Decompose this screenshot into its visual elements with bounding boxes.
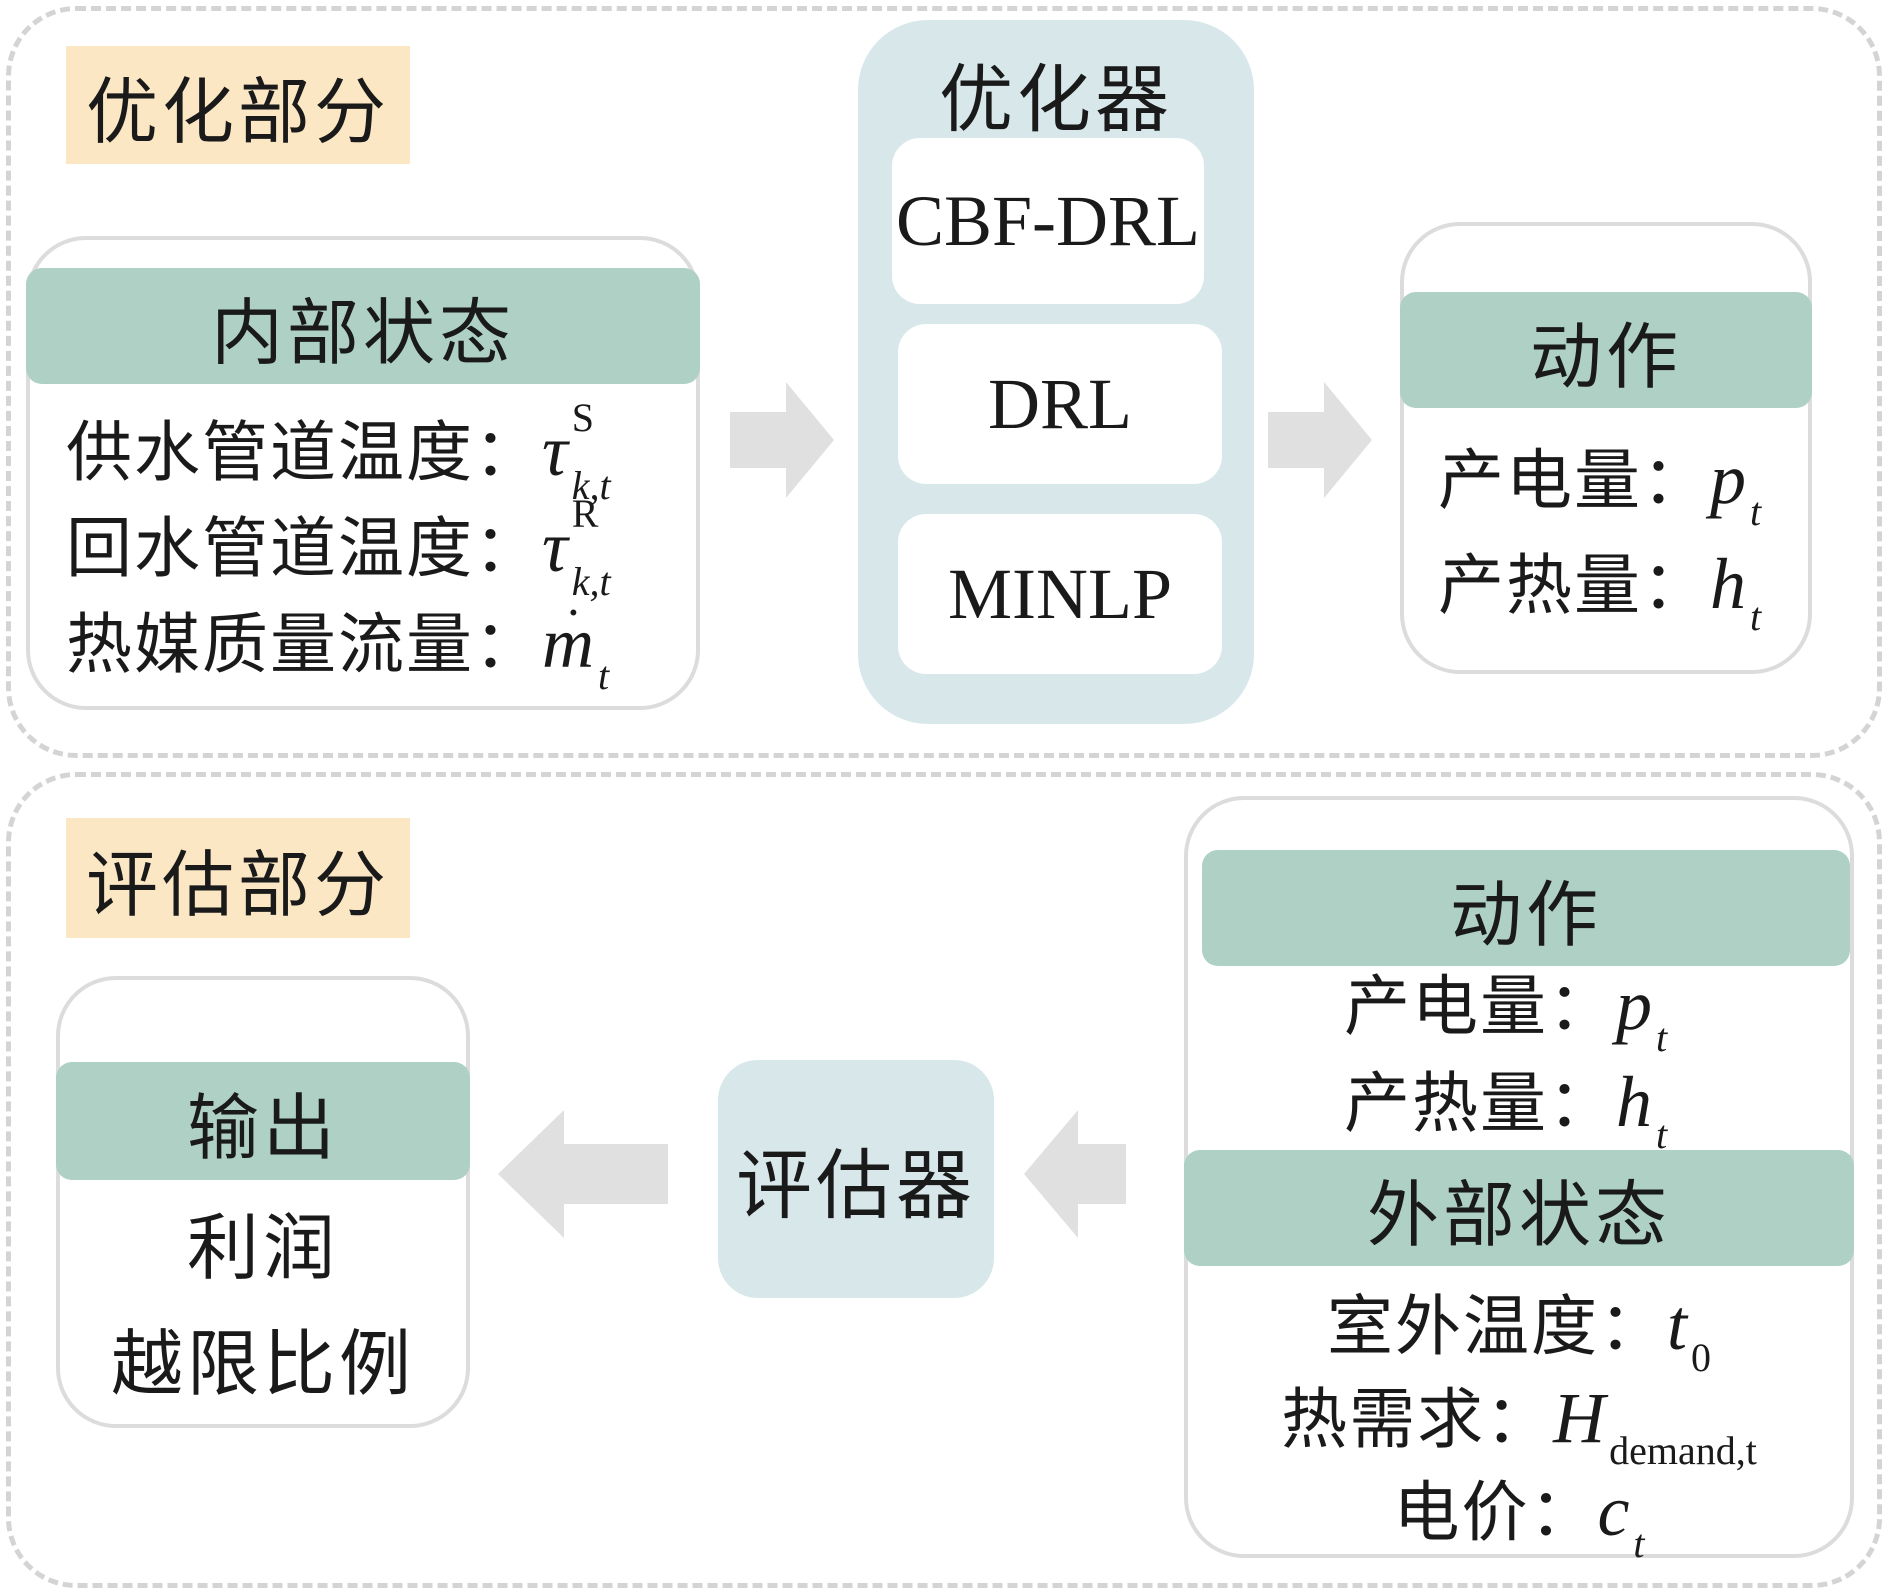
- evaluation-tag: 评估部分: [66, 818, 410, 938]
- internal-state-header: 内部状态: [26, 268, 700, 384]
- eval-power-output-sub: t: [1656, 1015, 1668, 1060]
- arrow-left-icon: [498, 1110, 668, 1238]
- eval-power-output-symbol: p: [1616, 965, 1652, 1045]
- eval-heat-output-symbol: h: [1616, 1062, 1652, 1142]
- arrow-right-icon: [730, 382, 834, 498]
- mass-flow-symbol: m: [542, 582, 594, 690]
- output-item-violation-ratio: 越限比例: [110, 1322, 415, 1406]
- output-header: 输出: [56, 1062, 470, 1180]
- optimizer-option-minlp: MINLP: [898, 514, 1222, 674]
- supply-temp-sub: k,t: [571, 463, 611, 508]
- eval-power-output-label: 产电量：: [1344, 968, 1616, 1045]
- optimizer-option-drl: DRL: [898, 324, 1222, 484]
- external-state-header: 外部状态: [1184, 1150, 1854, 1266]
- eval-heat-output-sub: t: [1656, 1112, 1668, 1157]
- power-output-sub: t: [1750, 489, 1762, 534]
- supply-temp-symbol: τ: [542, 411, 568, 491]
- heat-output-sub: t: [1750, 594, 1762, 639]
- outdoor-temp-symbol: t: [1666, 1285, 1687, 1365]
- electricity-price-symbol: c: [1597, 1471, 1630, 1551]
- supply-temp-label: 供水管道温度：: [66, 414, 542, 491]
- outdoor-temp-sub: 0: [1691, 1335, 1711, 1380]
- internal-state-card: 内部状态 供水管道温度：τSk,t 回水管道温度：τRk,t 热媒质量流量：mt: [26, 236, 700, 710]
- mass-flow-sub: t: [598, 653, 610, 698]
- heat-demand-sub: demand,t: [1609, 1428, 1757, 1473]
- heat-demand-label: 热需求：: [1281, 1381, 1554, 1458]
- return-temp-symbol: τ: [542, 507, 568, 587]
- eval-heat-output-label: 产热量：: [1344, 1065, 1616, 1142]
- heat-demand-symbol: H: [1553, 1378, 1606, 1458]
- output-item-profit: 利润: [186, 1206, 339, 1290]
- optimizer-option-cbf-drl: CBF-DRL: [892, 138, 1204, 304]
- mass-flow-row: 热媒质量流量：mt: [66, 582, 611, 701]
- arrow-left-icon: [1024, 1110, 1126, 1238]
- optimization-section: [6, 6, 1882, 758]
- electricity-price-sub: t: [1633, 1521, 1645, 1566]
- optimization-tag: 优化部分: [66, 46, 410, 164]
- power-output-symbol: p: [1710, 439, 1746, 519]
- action-header: 动作: [1400, 292, 1812, 408]
- outdoor-temp-label: 室外温度：: [1326, 1288, 1667, 1365]
- internal-state-list: 供水管道温度：τSk,t 回水管道温度：τRk,t 热媒质量流量：mt: [66, 398, 611, 701]
- optimizer-panel: 优化器 CBF-DRL DRL MINLP: [858, 20, 1254, 724]
- supply-temp-sup: S: [571, 395, 595, 440]
- evaluation-section: [6, 772, 1882, 1588]
- return-temp-label: 回水管道温度：: [66, 510, 542, 587]
- eval-action-header: 动作: [1202, 850, 1850, 966]
- optimizer-title: 优化器: [939, 57, 1173, 143]
- heat-output-label: 产热量：: [1438, 547, 1710, 624]
- electricity-price-label: 电价：: [1393, 1474, 1598, 1551]
- output-list: 利润 越限比例: [60, 1190, 466, 1422]
- power-output-label: 产电量：: [1438, 442, 1710, 519]
- heat-output-symbol: h: [1710, 544, 1746, 624]
- return-temp-sup: R: [571, 491, 599, 536]
- mass-flow-label: 热媒质量流量：: [66, 606, 542, 683]
- evaluator-box: 评估器: [718, 1060, 994, 1298]
- arrow-right-icon: [1268, 382, 1372, 498]
- output-card: 输出 利润 越限比例: [56, 976, 470, 1428]
